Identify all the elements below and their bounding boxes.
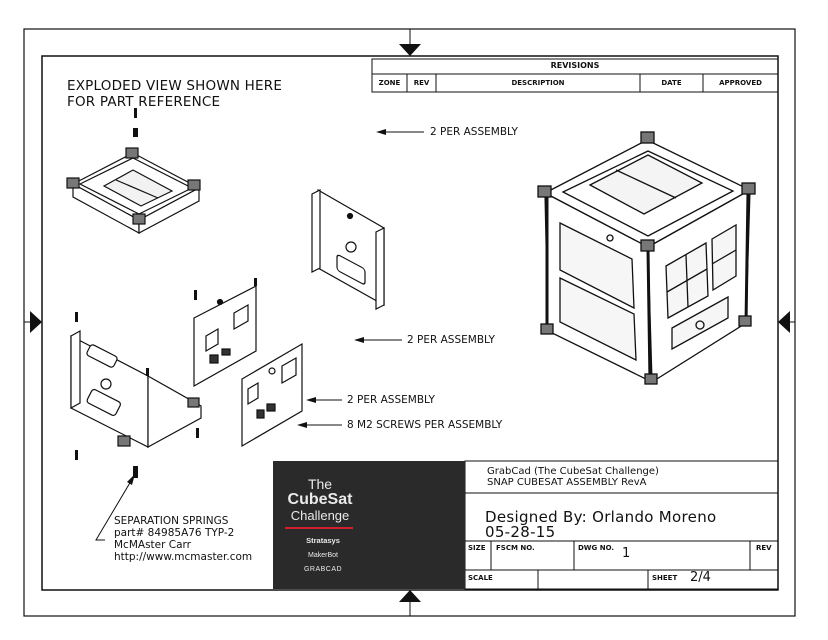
revisions-description-header: DESCRIPTION [511,79,565,87]
title-block-dwg-label: DWG NO. [578,544,615,552]
title-block-sheet-label: SHEET [652,574,678,582]
avionics-board-upper [193,285,257,388]
promo-sponsor-makerbot: MakerBot [308,552,338,559]
exploded-view-note-line1: EXPLODED VIEW SHOWN HERE [67,78,283,94]
revisions-title: REVISIONS [550,61,600,70]
title-block-date: 05-28-15 [485,523,556,541]
bottom-screws [75,312,199,478]
solar-panel-board [241,342,303,448]
callout-arrow-top [376,129,424,135]
promo-sponsor-stratasys: Stratasys [306,536,340,545]
title-block-title: SNAP CUBESAT ASSEMBLY RevA [487,477,647,488]
cubesat-challenge-promo: The CubeSat Challenge Stratasys MakerBot… [273,461,465,589]
exploded-view-note-line2: FOR PART REFERENCE [67,94,221,110]
assembled-cubesat [537,131,756,385]
title-block-company: GrabCad (The CubeSat Challenge) [487,466,659,477]
title-block-dwg-number: 1 [622,546,631,561]
promo-accent-line [285,527,353,529]
title-block-size-label: SIZE [468,544,486,552]
top-frame-part [66,147,201,235]
title-block-designed-by: Designed By: Orlando Moreno [485,508,717,526]
callout-mid-label: 2 PER ASSEMBLY [407,334,495,346]
revisions-zone-header: ZONE [378,79,401,87]
callout-top-label: 2 PER ASSEMBLY [430,126,518,138]
springs-note-line2: part# 84985A76 TYP-2 [114,527,235,539]
center-mark-right [778,311,795,333]
revisions-rev-header: REV [413,79,430,87]
revisions-date-header: DATE [661,79,682,87]
bottom-chassis [70,329,202,449]
title-block-scale-label: SCALE [468,574,493,582]
callout-panel-label: 2 PER ASSEMBLY [347,394,435,406]
promo-the: The [307,476,333,492]
avionics-board-screws [194,278,257,300]
springs-note-line3: McMAster Carr [114,539,191,551]
callout-screws-label: 8 M2 SCREWS PER ASSEMBLY [347,419,503,431]
promo-sponsor-grabcad: GRABCAD [303,566,343,573]
springs-note-line1: SEPARATION SPRINGS [114,515,229,527]
callout-arrow-mid [354,337,402,343]
center-mark-left [24,311,42,333]
promo-cubesat: CubeSat [287,491,353,508]
revisions-table [371,58,779,93]
promo-challenge: Challenge [290,508,350,523]
title-block-fscm-label: FSCM NO. [496,544,535,552]
springs-note-line4: http://www.mcmaster.com [114,551,253,563]
revisions-approved-header: APPROVED [719,79,762,87]
title-block [464,460,779,590]
top-screws [133,108,138,137]
callout-arrow-screws [297,422,342,428]
side-rail-panel [311,188,385,310]
callout-arrow-panel [306,397,342,403]
title-block-rev-label: REV [756,544,772,552]
center-mark-bottom [399,590,421,616]
title-block-sheet-value: 2/4 [690,570,711,585]
center-mark-top [399,29,421,56]
